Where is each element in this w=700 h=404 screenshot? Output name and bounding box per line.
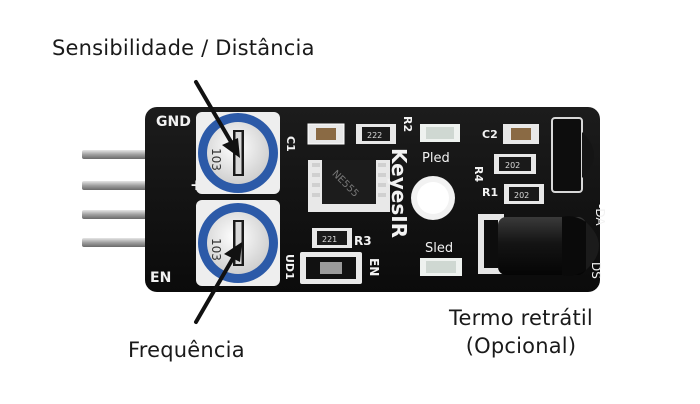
capacitor-c2 (503, 124, 539, 144)
shrink-tube-caption: Termo retrátil (Opcional) (449, 304, 593, 360)
r3-code: 221 (322, 235, 337, 244)
r1-code: 202 (514, 191, 529, 200)
enable-jumper[interactable] (300, 252, 362, 284)
resistor-r4: 202 (494, 154, 536, 174)
ds-label: DS (589, 262, 603, 279)
r1-label: R1 (482, 186, 498, 199)
da-label: -DA (593, 204, 607, 226)
signal-led (420, 258, 462, 276)
resistor-r1: 202 (504, 184, 544, 204)
shrink-tube-caption-line2: (Opcional) (465, 334, 577, 358)
pled-label: Pled (422, 151, 450, 166)
r2-code: 222 (367, 131, 382, 140)
resistor-r2: 222 (356, 124, 396, 144)
ic-chip: NE555 (308, 160, 390, 212)
arrow-frequency (194, 242, 242, 324)
r3-label: R3 (354, 234, 372, 248)
c2-label: C2 (482, 128, 498, 141)
r2-label: R2 (401, 116, 414, 132)
r4-label: R4 (472, 166, 485, 182)
pin-gnd-label: GND (156, 114, 191, 130)
frequency-caption: Frequência (128, 338, 245, 362)
pin-en-label: EN (150, 270, 171, 286)
shrink-tube-caption-line1: Termo retrátil (449, 306, 593, 330)
sled-label: Sled (425, 241, 453, 256)
brand-label: KeyesIR (387, 148, 411, 238)
frequency-potentiometer[interactable]: 103 (196, 200, 280, 286)
arrow-sensitivity (194, 80, 240, 158)
ir-emitter-shrink-tube (478, 214, 599, 276)
ir-receiver (551, 117, 594, 193)
power-led (420, 124, 460, 142)
sensitivity-distance-caption: Sensibilidade / Distância (52, 36, 315, 60)
capacitor-c1 (307, 123, 345, 145)
pot-top-marking: 103 (209, 148, 223, 171)
ud1-label: UD1 (283, 254, 296, 280)
pot-bottom-marking: 103 (209, 238, 223, 261)
r4-code: 202 (505, 161, 520, 170)
en-jumper-label: EN (367, 258, 381, 276)
resistor-r3: 221 (312, 228, 352, 248)
c1-label: C1 (284, 136, 297, 152)
